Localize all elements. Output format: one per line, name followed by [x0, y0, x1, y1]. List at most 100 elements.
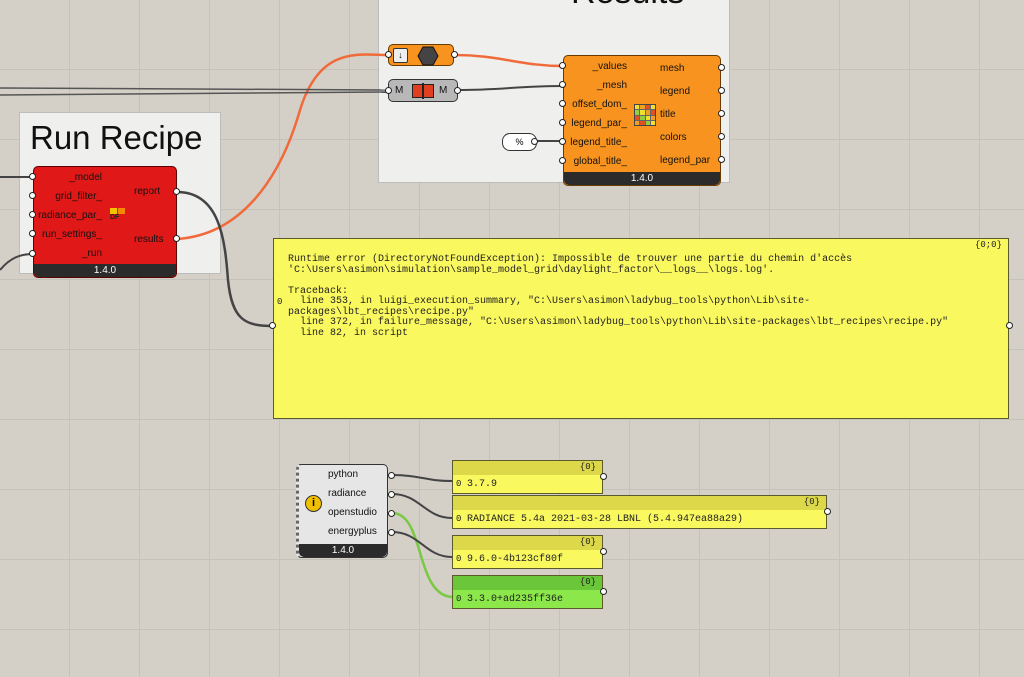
- output-energyplus: energyplus: [328, 526, 377, 537]
- port-offset-dom[interactable]: [559, 100, 566, 107]
- error-panel-text: Runtime error (DirectoryNotFoundExceptio…: [288, 254, 949, 339]
- wire-left-to-mesh-param: [0, 87, 389, 91]
- port-radiance-par[interactable]: [29, 211, 36, 218]
- info-icon: i: [305, 495, 322, 512]
- energyplus-version-panel[interactable]: {0} 0 9.6.0-4b123cf80f: [452, 535, 603, 569]
- input-global-title: global_title_: [573, 156, 627, 167]
- energyplus-panel-index: 0: [456, 554, 462, 564]
- output-title: title: [660, 109, 676, 120]
- wire-energyplus-to-panel: [391, 531, 453, 558]
- radiance-panel-value: RADIANCE 5.4a 2021-03-28 LBNL (5.4.947ea…: [467, 514, 744, 525]
- input-mesh: _mesh: [596, 80, 627, 91]
- spatial-heatmap-component[interactable]: _values _mesh offset_dom_ legend_par_ le…: [563, 55, 721, 186]
- port-values-param-out[interactable]: [451, 51, 458, 58]
- input-values: _values: [592, 61, 627, 72]
- openstudio-panel-value: 3.3.0+ad235ff36e: [467, 594, 564, 605]
- daylight-factor-icon: DF: [110, 208, 126, 226]
- error-panel-path: {0;0}: [974, 240, 1002, 250]
- input-radiance-par: radiance_par_: [38, 210, 102, 221]
- input-model: _model: [69, 172, 102, 183]
- heatmap-grid-icon: [634, 104, 656, 126]
- port-radiance[interactable]: [388, 491, 395, 498]
- output-legend-par: legend_par: [660, 155, 711, 166]
- download-arrow-icon: ↓: [393, 48, 408, 63]
- hexagon-icon: [417, 46, 439, 66]
- heatmap-version: 1.4.0: [564, 172, 720, 185]
- run-recipe-version: 1.4.0: [34, 264, 176, 277]
- output-radiance: radiance: [328, 488, 367, 499]
- mesh-icon: [412, 83, 434, 99]
- python-panel-path: {0}: [579, 462, 596, 472]
- port-values[interactable]: [559, 62, 566, 69]
- input-offset-dom: offset_dom_: [572, 99, 627, 110]
- wire-left-to-run: [0, 253, 34, 271]
- wire-results-to-values: [176, 53, 389, 241]
- port-mesh[interactable]: [559, 81, 566, 88]
- port-mesh-param-out[interactable]: [454, 87, 461, 94]
- port-percent-out[interactable]: [531, 138, 538, 145]
- port-legend-title[interactable]: [559, 138, 566, 145]
- energyplus-panel-value: 9.6.0-4b123cf80f: [467, 554, 564, 565]
- wire-radiance-to-panel: [391, 493, 453, 519]
- port-grid-filter[interactable]: [29, 192, 36, 199]
- port-legend-par-out[interactable]: [718, 156, 725, 163]
- port-results[interactable]: [173, 235, 180, 242]
- run-recipe-component[interactable]: _model grid_filter_ radiance_par_ run_se…: [33, 166, 177, 278]
- port-python-panel-out[interactable]: [600, 473, 607, 480]
- input-run: _run: [81, 248, 102, 259]
- output-report: report: [134, 186, 161, 197]
- error-panel[interactable]: {0;0} 0 Runtime error (DirectoryNotFound…: [273, 238, 1009, 419]
- radiance-panel-index: 0: [456, 514, 462, 524]
- port-global-title[interactable]: [559, 157, 566, 164]
- port-radiance-panel-out[interactable]: [824, 508, 831, 515]
- port-energyplus-panel-out[interactable]: [600, 548, 607, 555]
- port-values-param-in[interactable]: [385, 51, 392, 58]
- port-python[interactable]: [388, 472, 395, 479]
- openstudio-panel-index: 0: [456, 594, 462, 604]
- port-legend-par-in[interactable]: [559, 119, 566, 126]
- output-python: python: [328, 469, 359, 480]
- port-run[interactable]: [29, 250, 36, 257]
- radiance-panel-path: {0}: [803, 497, 820, 507]
- input-legend-title: legend_title_: [570, 137, 627, 148]
- output-mesh: mesh: [660, 63, 685, 74]
- port-energyplus[interactable]: [388, 529, 395, 536]
- mesh-param[interactable]: M M: [388, 79, 458, 102]
- versions-component[interactable]: python radiance openstudio energyplus i …: [296, 464, 388, 558]
- input-run-settings: run_settings_: [41, 229, 102, 240]
- port-error-panel-out[interactable]: [1006, 322, 1013, 329]
- output-openstudio: openstudio: [328, 507, 377, 518]
- values-param[interactable]: ↓: [388, 44, 454, 66]
- mesh-param-right-label: M: [439, 85, 448, 96]
- wire-report-to-error-panel: [176, 190, 274, 328]
- port-legend-out[interactable]: [718, 87, 725, 94]
- radiance-version-panel[interactable]: {0} 0 RADIANCE 5.4a 2021-03-28 LBNL (5.4…: [452, 495, 827, 529]
- input-legend-par: legend_par_: [571, 118, 627, 129]
- results-group-title: Results: [571, 0, 684, 12]
- port-error-panel-in[interactable]: [269, 322, 276, 329]
- mesh-param-left-label: M: [395, 85, 404, 96]
- input-grid-filter: grid_filter_: [55, 191, 102, 202]
- wire-openstudio-to-panel: [391, 511, 453, 599]
- output-colors: colors: [660, 132, 687, 143]
- error-panel-index: 0: [277, 297, 283, 307]
- versions-version: 1.4.0: [299, 544, 387, 557]
- port-title-out[interactable]: [718, 110, 725, 117]
- output-results: results: [134, 234, 164, 245]
- port-run-settings[interactable]: [29, 230, 36, 237]
- port-mesh-out[interactable]: [718, 64, 725, 71]
- port-colors-out[interactable]: [718, 133, 725, 140]
- python-version-panel[interactable]: {0} 0 3.7.9: [452, 460, 603, 494]
- port-mesh-param-in[interactable]: [385, 87, 392, 94]
- output-legend: legend: [660, 86, 691, 97]
- openstudio-version-panel[interactable]: {0} 0 3.3.0+ad235ff36e: [452, 575, 603, 609]
- percent-panel-value: %: [515, 137, 524, 147]
- port-model[interactable]: [29, 173, 36, 180]
- port-openstudio-panel-out[interactable]: [600, 588, 607, 595]
- port-report[interactable]: [173, 188, 180, 195]
- port-openstudio[interactable]: [388, 510, 395, 517]
- run-recipe-group-title: Run Recipe: [30, 119, 203, 156]
- python-panel-index: 0: [456, 479, 462, 489]
- wire-left-to-mesh-param-2: [0, 91, 389, 96]
